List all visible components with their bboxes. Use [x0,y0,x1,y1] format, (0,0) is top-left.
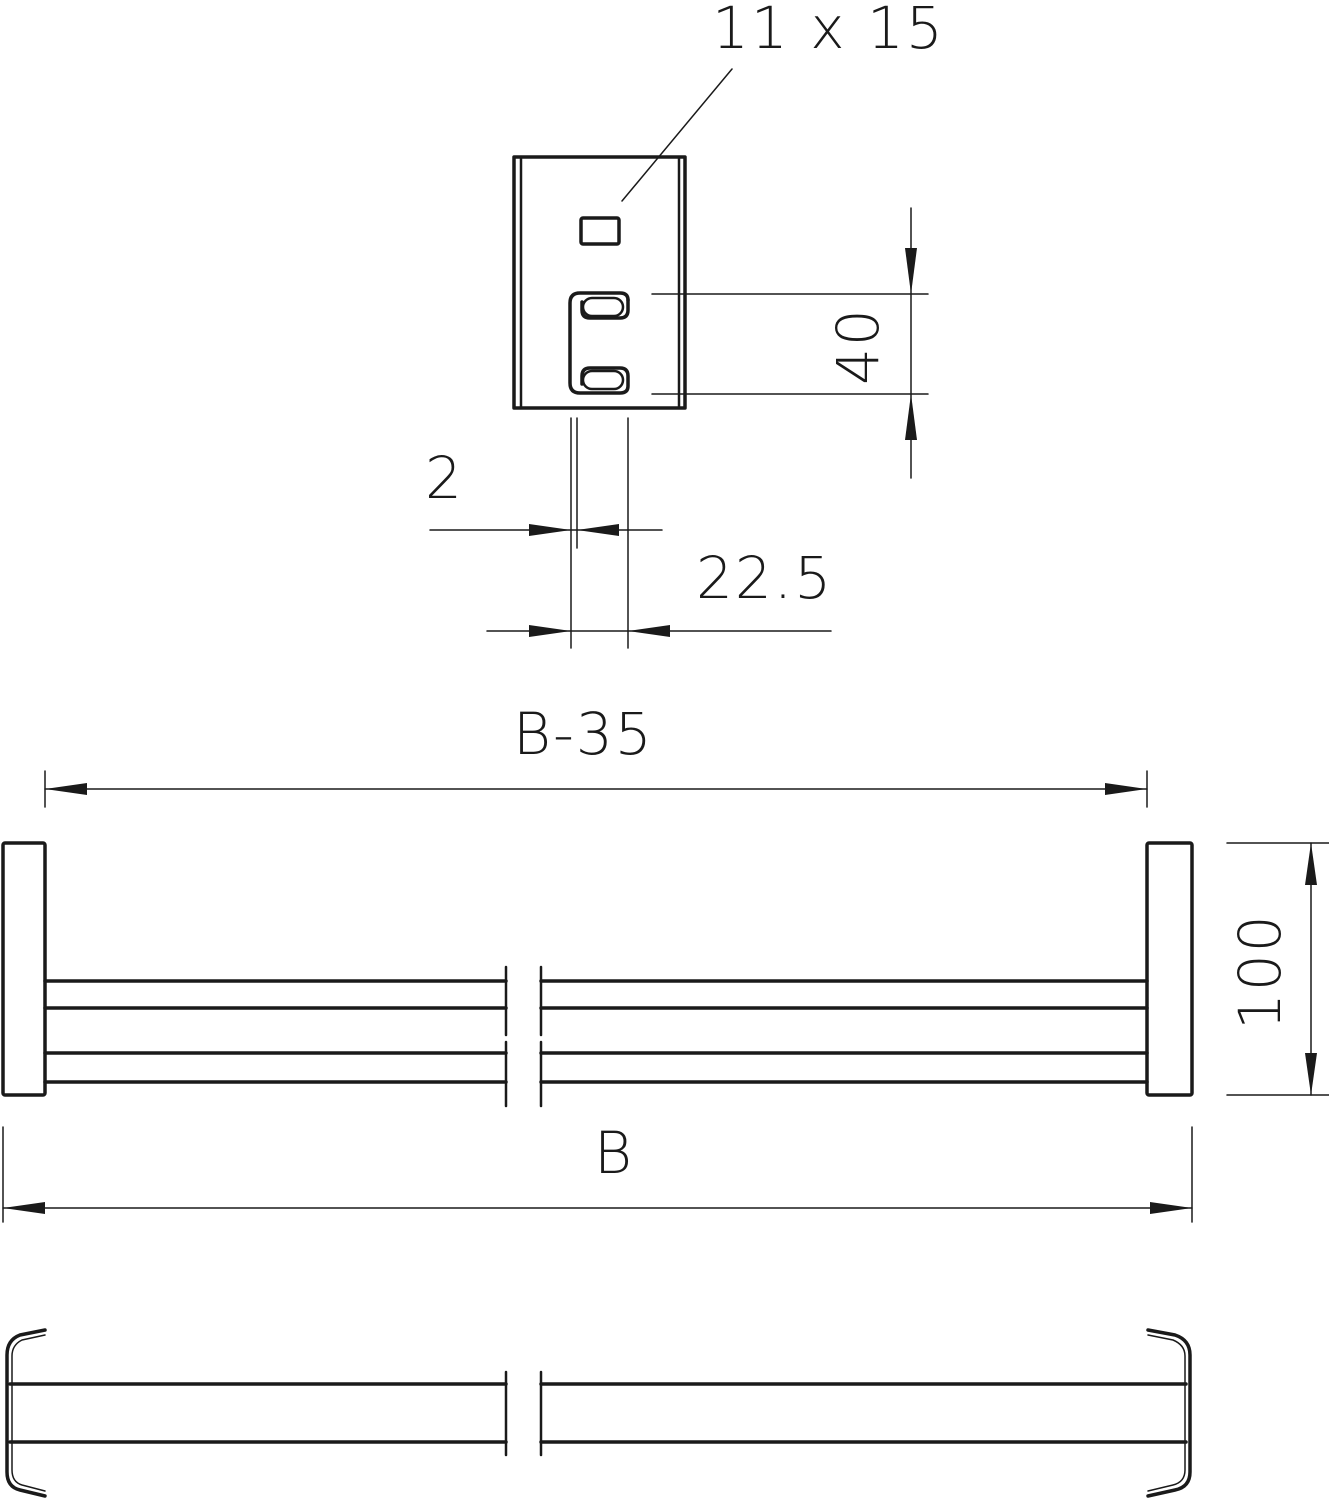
detail-view: 11 x 15 40 2 [425,0,945,649]
dimension-depth: 22.5 [486,544,833,637]
rails-left [43,965,508,1108]
height-40-label: 40 [824,307,892,385]
thickness-2-label: 2 [425,444,464,512]
front-view: B-35 100 [1,700,1329,1223]
hole-size-label: 11 x 15 [712,0,945,62]
inner-width-label: B-35 [513,700,654,768]
left-c-bracket [5,1328,47,1498]
bracket-plate [512,155,687,410]
hole-leader-line [621,68,733,202]
rails-right [539,965,1149,1108]
right-end-plate [1145,841,1194,1097]
height-100-label: 100 [1226,913,1294,1030]
dimension-100: 100 [1226,842,1329,1096]
depth-22-5-label: 22.5 [696,544,833,612]
dimension-thickness: 2 [425,417,663,649]
dimension-b-35: B-35 [44,700,1148,808]
c-slot [568,291,630,395]
right-c-bracket [1146,1328,1192,1498]
dimension-40: 40 [651,207,929,479]
dimension-b: B [2,1119,1193,1223]
overall-width-label: B [594,1119,634,1187]
left-end-plate [1,841,47,1097]
bottom-view [5,1328,1192,1498]
square-hole [579,216,621,246]
